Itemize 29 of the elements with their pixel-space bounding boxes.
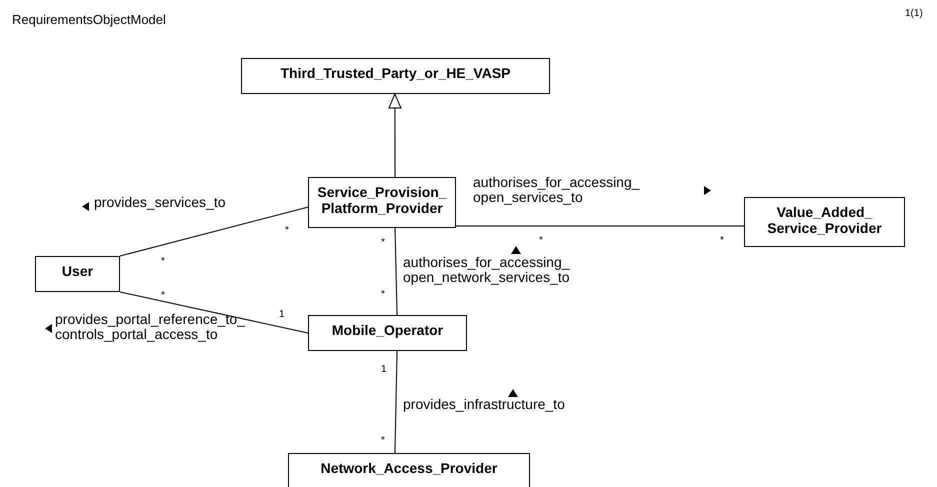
- multiplicity: 1: [279, 309, 285, 320]
- multiplicity: *: [539, 235, 543, 246]
- association-line: [394, 228, 398, 316]
- association-line: [120, 206, 308, 256]
- multiplicity: *: [161, 290, 165, 301]
- class-box: Mobile_Operator: [308, 315, 467, 351]
- diagram-title: RequirementsObjectModel: [12, 11, 166, 29]
- multiplicity: 1: [381, 364, 387, 375]
- class-box: User: [35, 256, 120, 292]
- class-box: Third_Trusted_Party_or_HE_VASP: [241, 58, 550, 94]
- association-line: [394, 350, 398, 454]
- edge-label: provides_services_to: [94, 195, 227, 210]
- edge-label: authorises_for_accessing_ open_services_to: [473, 175, 641, 205]
- class-box: Value_Added_ Service_Provider: [744, 197, 905, 247]
- class-box: Network_Access_Provider: [288, 453, 530, 487]
- association-line: [456, 225, 744, 226]
- class-box: Service_Provision_ Platform_Provider: [308, 177, 456, 228]
- multiplicity: *: [285, 225, 289, 236]
- edge-label: authorises_for_accessing_ open_network_services_to: [403, 255, 571, 285]
- multiplicity: *: [381, 435, 385, 446]
- multiplicity: *: [720, 235, 724, 246]
- edge-label: provides_portal_reference_to_ controls_portal_access_to: [55, 312, 246, 342]
- association-line: [120, 292, 308, 334]
- page-number: 1(1): [905, 8, 923, 19]
- multiplicity: *: [381, 289, 385, 300]
- generalization-arrow: [388, 94, 402, 178]
- multiplicity: *: [381, 237, 385, 248]
- edge-label: provides_infrastructure_to: [403, 397, 566, 412]
- multiplicity: *: [161, 256, 165, 267]
